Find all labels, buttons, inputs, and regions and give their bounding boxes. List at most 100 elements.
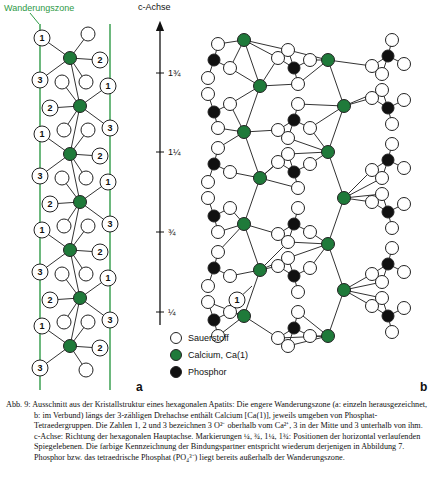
c-axis-arrow bbox=[159, 26, 160, 325]
atom bbox=[34, 126, 50, 142]
atom bbox=[398, 266, 411, 279]
atom bbox=[224, 98, 237, 111]
atom bbox=[304, 262, 317, 275]
oxygen-number: 2 bbox=[97, 248, 102, 257]
atom bbox=[292, 286, 305, 299]
axis-ticks bbox=[156, 73, 164, 312]
atom bbox=[386, 242, 399, 255]
oxygen-number: 3 bbox=[37, 364, 42, 373]
atom bbox=[288, 166, 300, 178]
oxygen-number: 3 bbox=[37, 172, 42, 181]
atom bbox=[292, 182, 305, 195]
atom bbox=[292, 202, 305, 215]
oxygen-number: 1 bbox=[39, 322, 44, 331]
oxygen-number: 2 bbox=[47, 296, 52, 305]
oxygen-number: 1 bbox=[105, 274, 110, 283]
legend-text: Calcium, Ca(1) bbox=[188, 351, 248, 360]
atom bbox=[238, 218, 251, 231]
atom bbox=[208, 210, 220, 222]
atom bbox=[81, 315, 95, 329]
atom bbox=[32, 264, 48, 280]
bond bbox=[328, 152, 344, 198]
oxygen-number: 2 bbox=[97, 56, 102, 65]
atom bbox=[398, 198, 411, 211]
bond bbox=[244, 270, 260, 316]
leader-line bbox=[30, 13, 39, 24]
atom bbox=[338, 192, 351, 205]
atom bbox=[238, 126, 251, 139]
atom bbox=[202, 296, 215, 309]
atom bbox=[55, 267, 69, 281]
bond bbox=[328, 60, 344, 106]
atom bbox=[304, 158, 317, 171]
oxygen-number: 1 bbox=[234, 296, 239, 305]
atom bbox=[102, 216, 118, 232]
atom bbox=[382, 102, 394, 114]
atom bbox=[288, 322, 300, 334]
legend-swatch bbox=[170, 332, 182, 344]
atom bbox=[100, 174, 116, 190]
atom bbox=[288, 270, 300, 282]
atom bbox=[292, 78, 305, 91]
atom bbox=[102, 120, 118, 136]
atom bbox=[254, 172, 267, 185]
atom bbox=[202, 192, 215, 205]
atom bbox=[42, 292, 58, 308]
zone-label: Wanderungszone bbox=[4, 3, 74, 13]
atom bbox=[382, 154, 394, 166]
atom bbox=[382, 310, 394, 322]
atom bbox=[92, 52, 108, 68]
oxygen-number: 2 bbox=[47, 104, 52, 113]
atom bbox=[398, 302, 411, 315]
atom bbox=[212, 246, 225, 259]
bond bbox=[328, 198, 344, 244]
atom bbox=[288, 218, 300, 230]
bond bbox=[328, 290, 344, 336]
atom bbox=[32, 168, 48, 184]
atom bbox=[42, 196, 58, 212]
oxygen-number: 3 bbox=[37, 76, 42, 85]
atom bbox=[202, 176, 215, 189]
atom bbox=[212, 226, 225, 239]
atom bbox=[100, 78, 116, 94]
atom bbox=[81, 27, 95, 41]
atom bbox=[282, 236, 295, 249]
atom bbox=[55, 75, 69, 89]
atom bbox=[64, 244, 77, 257]
atom bbox=[57, 315, 71, 329]
atom bbox=[292, 306, 305, 319]
oxygen-number: 2 bbox=[47, 200, 52, 209]
atom bbox=[229, 292, 245, 308]
panel-letter: b bbox=[420, 380, 427, 394]
oxygen-number: 1 bbox=[39, 226, 44, 235]
bond bbox=[244, 178, 260, 224]
atom bbox=[57, 123, 71, 137]
atom bbox=[376, 188, 389, 201]
mirror-plane-mark: ¼ bbox=[168, 308, 176, 317]
legend-swatch bbox=[170, 366, 182, 378]
atom bbox=[398, 94, 411, 107]
atom bbox=[376, 68, 389, 81]
atom bbox=[254, 80, 267, 93]
atom bbox=[74, 100, 87, 113]
atom bbox=[202, 280, 215, 293]
atom bbox=[81, 123, 95, 137]
atom bbox=[224, 202, 237, 215]
mirror-plane-mark: 1¼ bbox=[168, 148, 181, 157]
atom bbox=[254, 264, 267, 277]
oxygen-number: 1 bbox=[39, 130, 44, 139]
bond bbox=[244, 224, 260, 270]
atom bbox=[288, 62, 300, 74]
oxygen-number: 3 bbox=[107, 220, 112, 229]
atom bbox=[282, 148, 295, 161]
atom bbox=[74, 292, 87, 305]
atom bbox=[338, 100, 351, 113]
atom bbox=[224, 270, 237, 283]
atom bbox=[34, 222, 50, 238]
legend-swatch bbox=[170, 349, 182, 361]
oxygen-number: 1 bbox=[39, 34, 44, 43]
atom bbox=[32, 72, 48, 88]
atom bbox=[376, 172, 389, 185]
atom bbox=[55, 171, 69, 185]
atom bbox=[102, 312, 118, 328]
